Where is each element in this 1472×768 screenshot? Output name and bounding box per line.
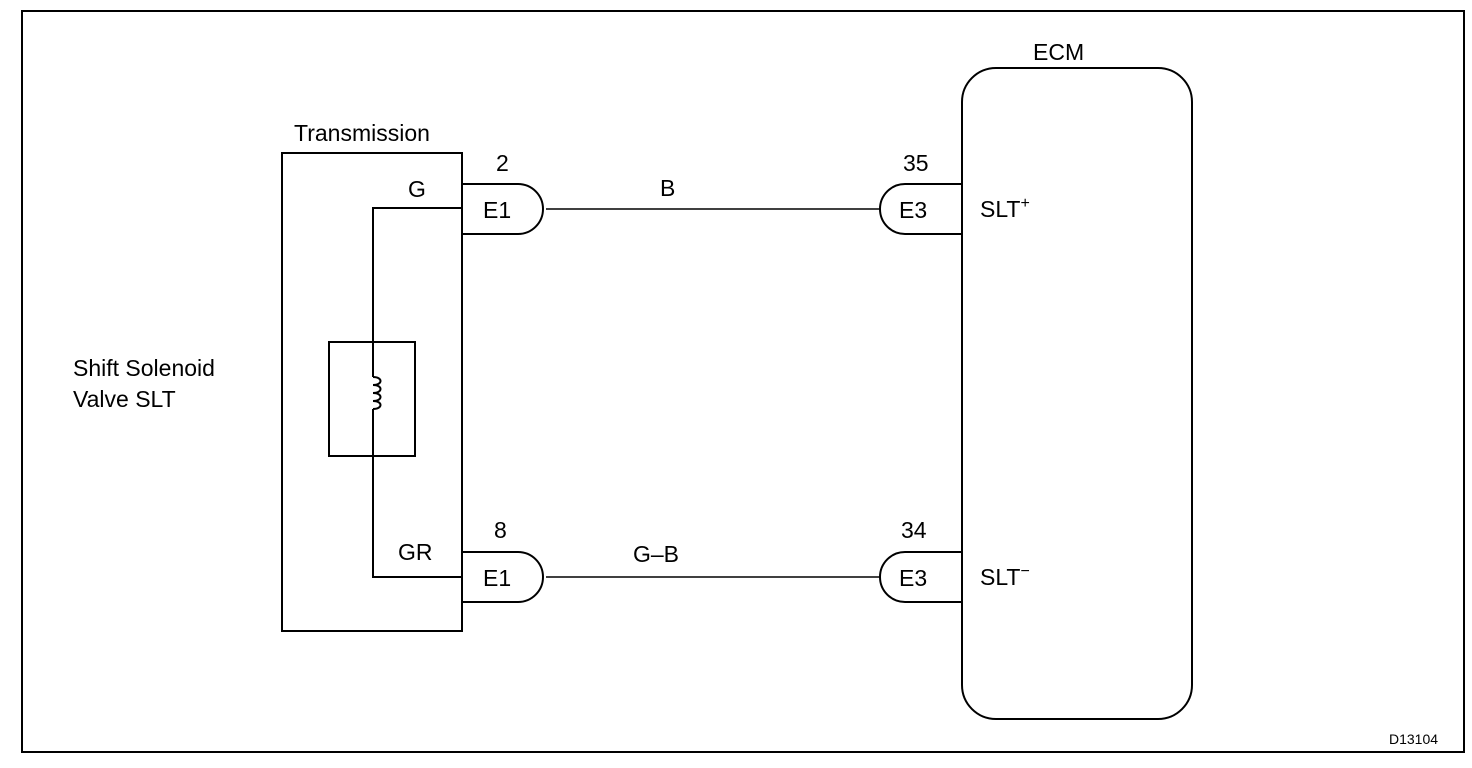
connector-e1-pin8: E1 8 <box>461 517 544 603</box>
transmission-label: Transmission <box>294 120 430 146</box>
connector-e1-bottom-id: E1 <box>483 565 511 591</box>
solenoid-box <box>328 341 416 457</box>
ecm-terminal-slt-minus: SLT− <box>980 563 1030 590</box>
connector-e1-bottom-pin: 8 <box>494 517 507 543</box>
wire-color-g: G <box>408 176 426 202</box>
ecm-label: ECM <box>1033 39 1084 65</box>
connector-e3-pin34: E3 34 <box>879 517 963 603</box>
ecm-block: ECM SLT+ SLT− <box>961 39 1193 720</box>
wire-b-label: B <box>660 175 675 201</box>
connector-e3-bottom-pin: 34 <box>901 517 927 543</box>
figure-id: D13104 <box>1389 731 1438 747</box>
internal-wire-bottom <box>372 409 462 578</box>
solenoid-symbol <box>328 207 462 578</box>
wire-color-gr: GR <box>398 539 433 565</box>
transmission-block: Transmission G GR <box>281 120 463 632</box>
coil-icon <box>372 376 382 410</box>
connector-e1-pin2: E1 2 <box>461 150 544 235</box>
ecm-terminal-slt-plus: SLT+ <box>980 195 1030 222</box>
solenoid-label-line2: Valve SLT <box>73 386 176 412</box>
diagram-frame <box>21 10 1465 753</box>
connector-e1-top-id: E1 <box>483 197 511 223</box>
transmission-box <box>281 152 463 632</box>
connector-e3-bottom-id: E3 <box>899 565 927 591</box>
ecm-box <box>961 67 1193 720</box>
solenoid-label-line1: Shift Solenoid <box>73 355 215 381</box>
connector-e1-top-pin: 2 <box>496 150 509 176</box>
connector-e3-top-pin: 35 <box>903 150 929 176</box>
internal-wire-top <box>372 207 462 377</box>
wire-g-b-label: G–B <box>633 541 679 567</box>
connector-e3-top-id: E3 <box>899 197 927 223</box>
connector-e3-pin35: E3 35 <box>879 150 963 235</box>
